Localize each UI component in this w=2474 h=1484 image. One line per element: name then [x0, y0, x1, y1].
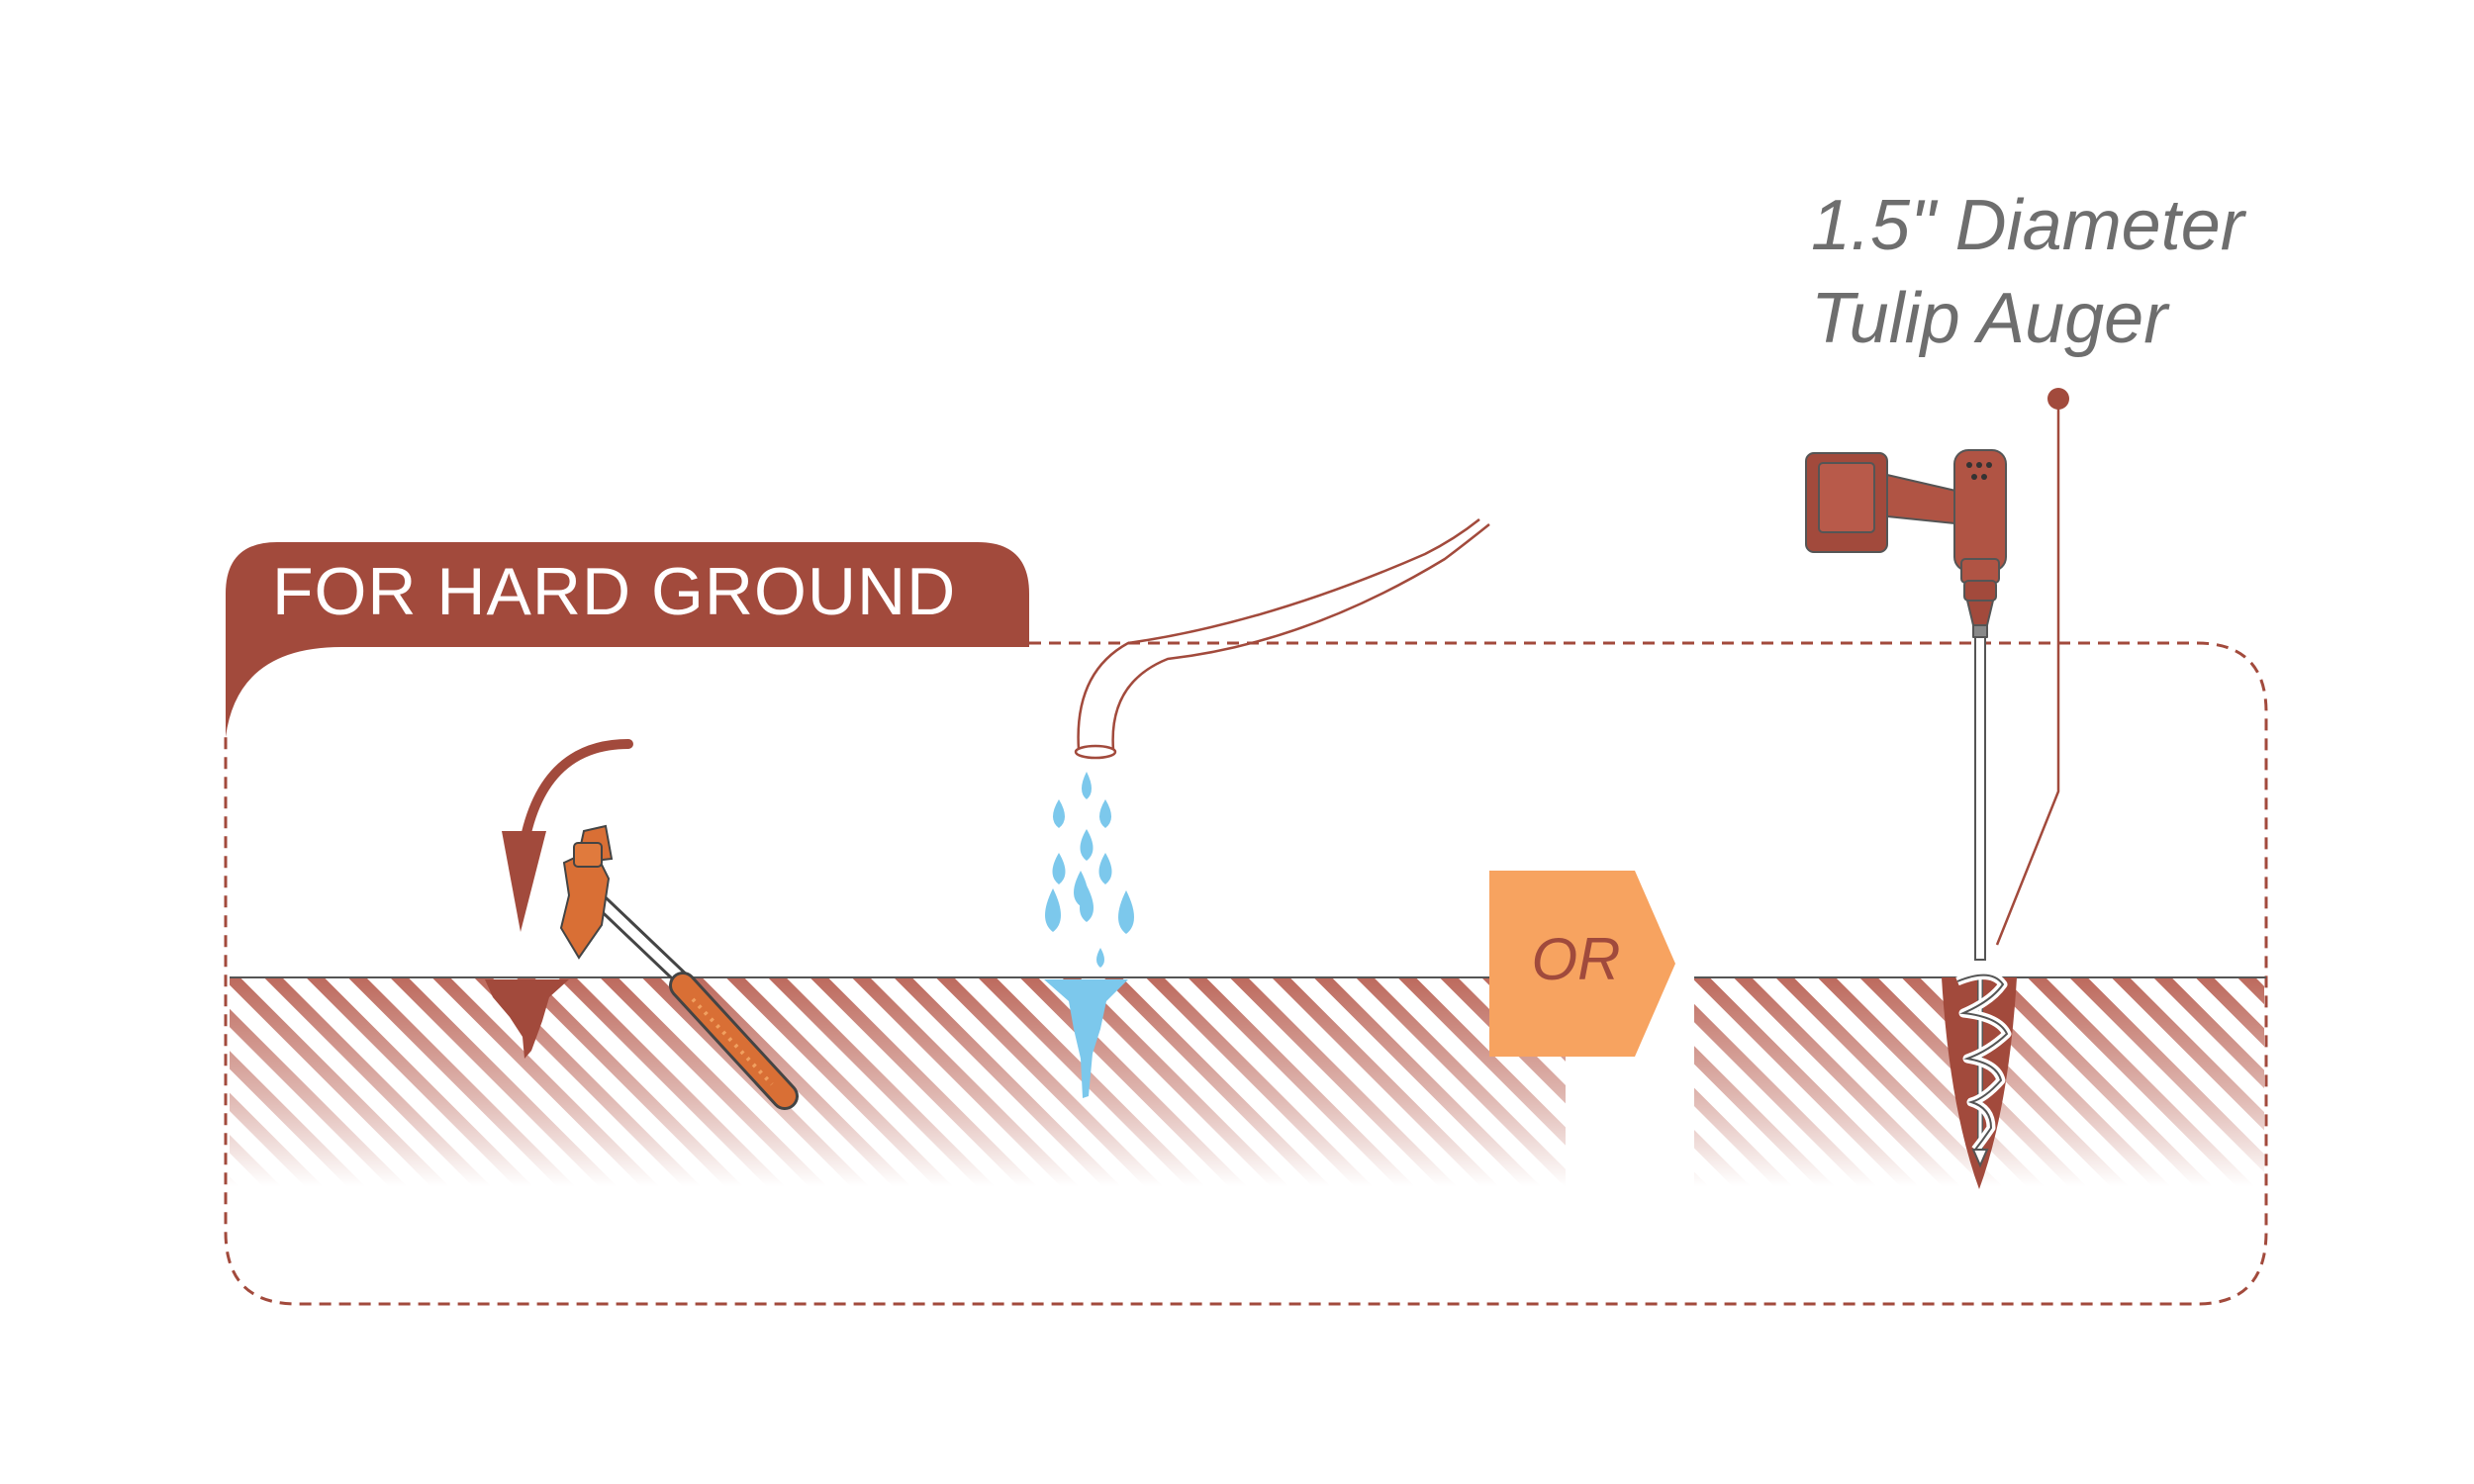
hose-icon: [1074, 518, 1490, 760]
dashed-enclosure: [224, 641, 2268, 1306]
drill-icon: [1805, 449, 2007, 638]
or-arrow-box: [1489, 871, 1675, 1057]
auger-bit-icon: [1955, 632, 2012, 1168]
ground-crack: [485, 979, 569, 1059]
swing-arrow-icon: [502, 739, 633, 932]
auger-label-line-2: Tulip Auger: [1811, 279, 2168, 358]
water-seep: [1044, 979, 1128, 1098]
water-drops-icon: [1044, 772, 1134, 1098]
ground-soil-left: [230, 976, 1566, 1186]
hammer-icon: [559, 824, 799, 1110]
badge-label: FOR HARD GROUND: [272, 554, 957, 629]
or-label: OR: [1531, 926, 1621, 992]
auger-label-line-1: 1.5" Diameter: [1811, 186, 2244, 265]
hard-ground-badge: [226, 542, 1029, 737]
auger-callout-line: [1995, 388, 2069, 946]
